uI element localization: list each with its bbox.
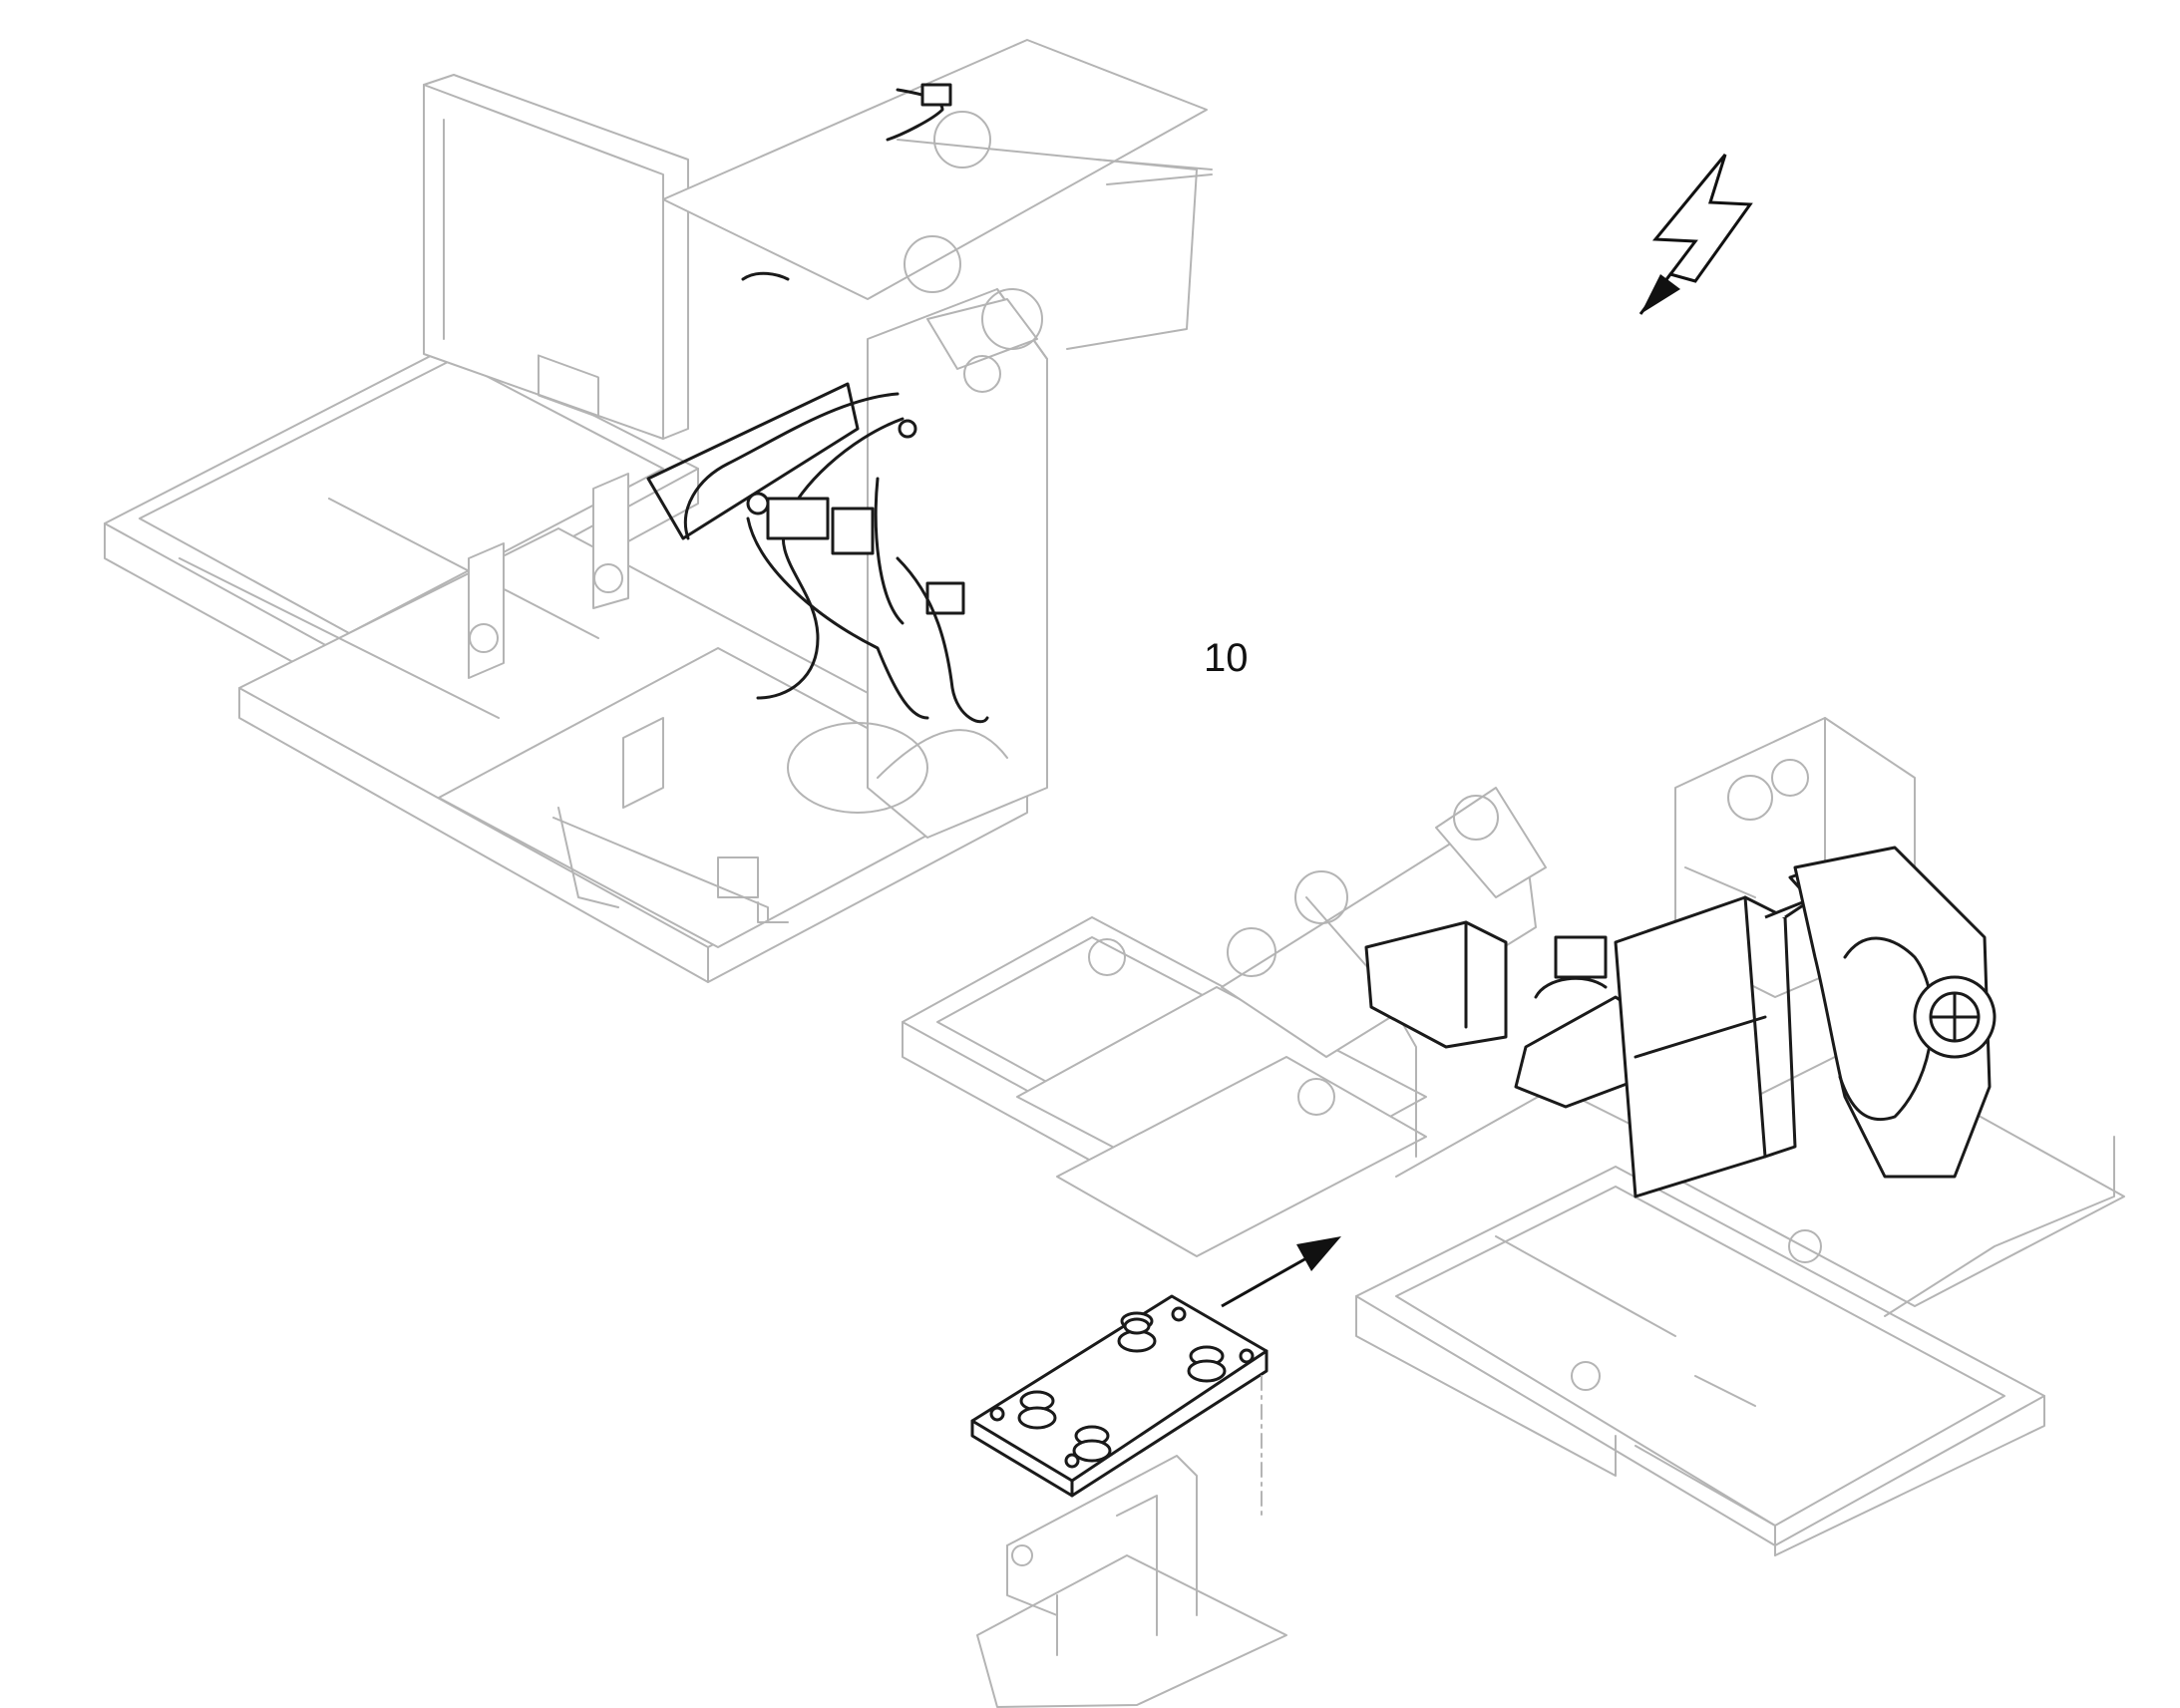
rubber-mount-2 (1187, 1345, 1227, 1383)
lower-right-assembly (902, 717, 2125, 1556)
rubber-mount-1 (1117, 1311, 1157, 1353)
rubber-mount-3 (1017, 1390, 1057, 1430)
upper-bracket-ghost (468, 473, 928, 814)
lower-arm-ghost (1221, 787, 1547, 1158)
callout-item-10: 10 (1204, 636, 1249, 680)
upper-left-assembly (104, 39, 1213, 983)
upper-back-panel-ghost (423, 74, 689, 440)
highlighted-covers (1364, 846, 1997, 1198)
highlighted-wiring-harness (646, 83, 989, 724)
lightning-bolt-icon (1638, 154, 1753, 315)
mount-plate-detail (970, 1294, 1287, 1708)
support-bracket-ghost (976, 1455, 1287, 1708)
rubber-mount-4 (1072, 1425, 1112, 1463)
direction-arrow-icon (1221, 1236, 1341, 1308)
lower-left-frame-ghost (902, 916, 1427, 1257)
